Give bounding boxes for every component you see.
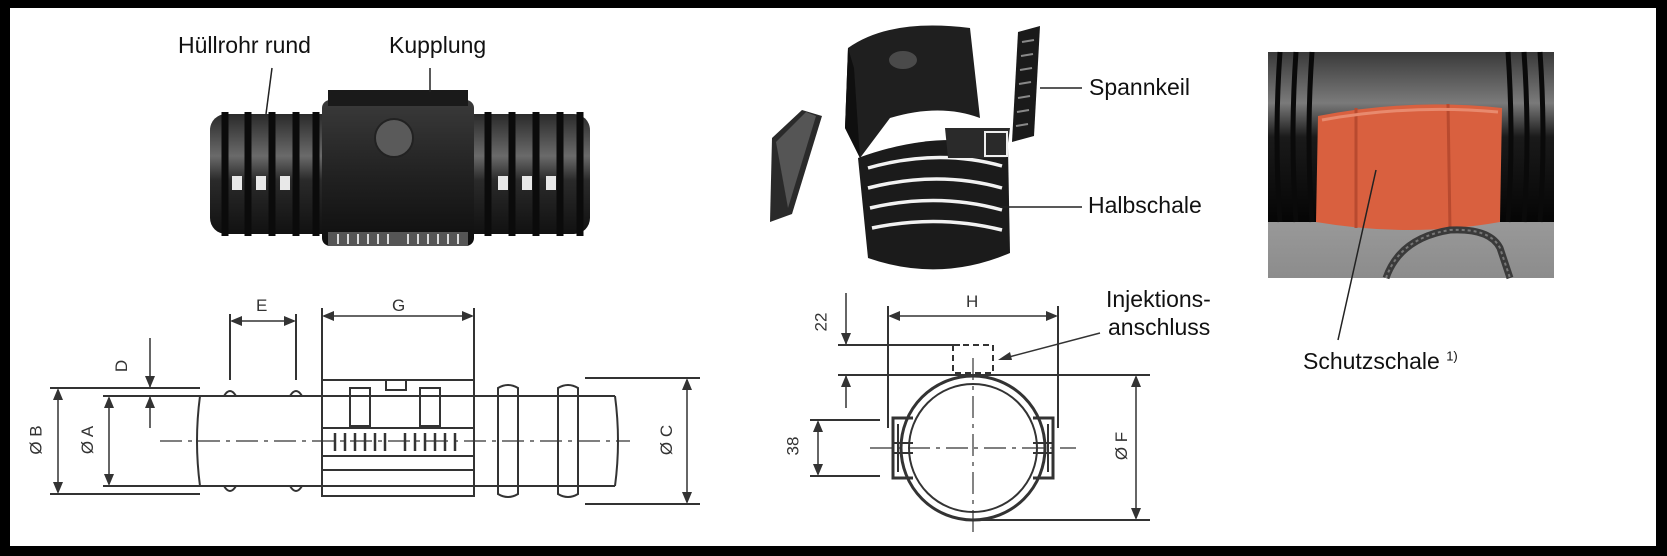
coupling-drawing (50, 308, 700, 505)
dim-f: Ø F (1112, 431, 1132, 461)
exploded-view (770, 25, 1082, 270)
dim-a: Ø A (78, 425, 98, 455)
figure-drawing (50, 25, 1554, 538)
label-halbschale: Halbschale (1088, 192, 1202, 218)
dim-22: 22 (811, 312, 831, 332)
protective-shell-photo (1268, 51, 1554, 341)
dim-d: D (112, 359, 132, 373)
dim-b: Ø B (26, 425, 46, 455)
coupling-photo (210, 67, 590, 246)
label-spannkeil: Spannkeil (1089, 74, 1191, 100)
label-injektion-line2: anschluss (1108, 314, 1211, 340)
label-kupplung: Kupplung (389, 32, 487, 58)
label-schutzschale: Schutzschale 1) (1303, 348, 1458, 375)
dim-c: Ø C (657, 424, 677, 456)
label-huellrohr: Hüllrohr rund (178, 32, 311, 58)
dim-e: E (256, 296, 268, 315)
figure-panel: Hüllrohr rund Kupplung Spannkeil Halbsch… (10, 8, 1656, 546)
dim-38: 38 (783, 436, 803, 456)
footnote-marker: 1) (1446, 348, 1458, 364)
cross-section-drawing (810, 293, 1150, 538)
dim-g: G (392, 296, 406, 315)
label-schutzschale-text: Schutzschale (1303, 348, 1440, 374)
dim-h: H (966, 292, 979, 311)
label-injektion-line1: Injektions- (1106, 286, 1211, 312)
